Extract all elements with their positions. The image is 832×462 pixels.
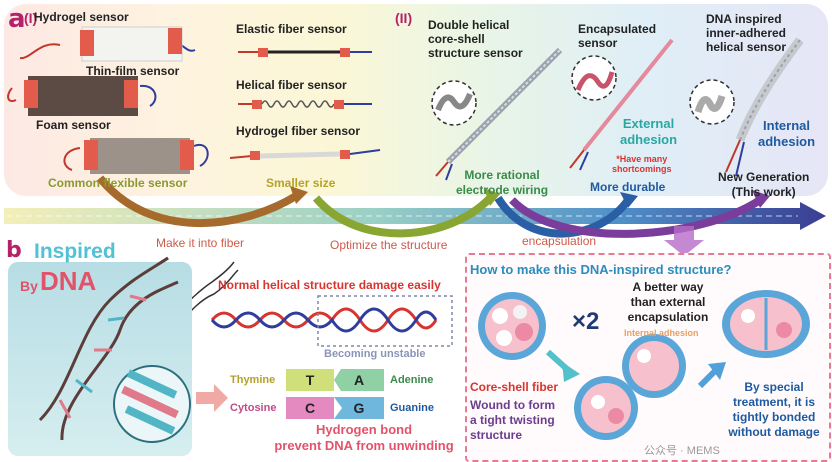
internal-adhesion-label: Internal adhesion — [758, 118, 815, 150]
foam-sensor-label: Foam sensor — [36, 118, 111, 132]
special-line4: without damage — [728, 425, 820, 439]
newgen-line1: New Generation — [718, 170, 810, 184]
hydrogen-bond-caption: Hydrogen bond prevent DNA from unwinding — [254, 422, 474, 454]
thin-film-sensor-illustration — [7, 76, 157, 116]
encapsulated-sensor-label: Encapsulated sensor — [578, 22, 656, 50]
dna-question: How to make this DNA-inspired structure? — [470, 262, 732, 277]
helical-fiber-sensor-label: Helical fiber sensor — [236, 78, 347, 92]
hydrogel-fiber-illustration — [229, 149, 381, 160]
part-ii-label: (II) — [395, 10, 413, 26]
arrow-encapsulation — [494, 195, 632, 238]
damage-caption: Normal helical structure damage easily — [218, 278, 441, 292]
dna-inspired-line3: helical sensor — [706, 40, 787, 54]
caption-durable: More durable — [590, 180, 666, 194]
guanine-label: Guanine — [390, 402, 435, 414]
hbond-line2: prevent DNA from unwinding — [274, 438, 454, 453]
elastic-fiber-illustration — [238, 48, 372, 57]
dna-inspired-sensor-label: DNA inspired inner-adhered helical senso… — [706, 12, 786, 54]
special-line1: By special — [744, 380, 804, 394]
rational-line2: electrode wiring — [456, 183, 549, 197]
shortcomings-note: *Have many shortcomings — [612, 154, 672, 174]
adenine-label: Adenine — [390, 374, 434, 386]
dna-inspired-line2: inner-adhered — [706, 26, 787, 40]
base-a: A — [334, 369, 384, 391]
panel-b-letter: b — [6, 238, 22, 263]
base-c: C — [286, 397, 334, 419]
hydrogel-fiber-sensor-label: Hydrogel fiber sensor — [236, 124, 361, 138]
double-helical-sensor-label: Double helical core-shell structure sens… — [428, 18, 523, 60]
caption-rational: More rational electrode wiring — [456, 168, 548, 198]
helical-fiber-illustration — [238, 100, 372, 109]
arrow-optimize — [312, 195, 493, 238]
shortcoming-line1: *Have many — [616, 154, 668, 164]
dna-title: DNA — [40, 266, 97, 296]
part-i-label: (I) — [24, 10, 38, 26]
better-line3: encapsulation — [627, 310, 709, 324]
dna-inspired-line1: DNA inspired — [706, 12, 782, 26]
better-way-caption: A better way than external encapsulation — [614, 280, 722, 325]
unstable-helix-illustration — [210, 295, 453, 347]
watermark: 公众号 · MEMS — [644, 445, 720, 457]
by-label: By — [20, 278, 38, 294]
encapsulated-sensor-illustration — [569, 38, 674, 171]
foam-sensor-illustration — [63, 138, 209, 174]
stage-encapsulation: encapsulation — [522, 234, 597, 248]
base-g: G — [334, 397, 384, 419]
internal-line2: adhesion — [758, 134, 816, 149]
better-line2: than external — [630, 295, 706, 309]
panel-a-letter: a — [8, 4, 26, 34]
hbond-line1: Hydrogen bond — [315, 422, 413, 437]
encapsulated-line2: sensor — [578, 36, 618, 50]
double-helical-line2: core-shell — [428, 32, 485, 46]
newgen-line2: (This work) — [731, 185, 796, 199]
times-two: ×2 — [572, 308, 600, 335]
cytosine-label: Cytosine — [230, 402, 277, 414]
wound-line1: Wound to form — [470, 398, 556, 412]
unstable-caption: Becoming unstable — [324, 348, 426, 360]
arrow-new-generation — [509, 196, 763, 238]
rational-line1: More rational — [464, 168, 540, 182]
external-adhesion-label: External adhesion — [620, 116, 677, 148]
wound-line3: structure — [470, 428, 523, 442]
external-line1: External — [622, 116, 675, 131]
hydrogel-sensor-illustration — [19, 26, 196, 62]
caption-smaller: Smaller size — [266, 176, 336, 190]
double-helical-line1: Double helical — [428, 18, 510, 32]
double-helical-sensor-illustration — [431, 47, 563, 181]
thin-film-sensor-label: Thin-film sensor — [86, 64, 180, 78]
arrow-make-fiber — [96, 175, 299, 227]
core-shell-label: Core-shell fiber — [470, 380, 559, 394]
base-t: T — [286, 369, 334, 391]
special-line3: tightly bonded — [732, 410, 816, 424]
special-line2: treatment, it is — [732, 395, 816, 409]
wound-caption: Wound to form a tight twisting structure — [470, 398, 555, 443]
dna-inspired-sensor-illustration — [689, 37, 804, 177]
stage-optimize: Optimize the structure — [330, 238, 448, 252]
hydrogel-sensor-label: Hydrogel sensor — [34, 10, 129, 24]
stage-make-fiber: Make it into fiber — [156, 236, 245, 250]
special-treatment-caption: By special treatment, it is tightly bond… — [722, 380, 826, 440]
shortcoming-line2: shortcomings — [612, 164, 672, 174]
thymine-label: Thymine — [230, 374, 276, 386]
external-line2: adhesion — [620, 132, 678, 147]
caption-common: Common flexible sensor — [48, 176, 188, 190]
internal-line1: Internal — [763, 118, 811, 133]
encapsulated-line1: Encapsulated — [578, 22, 657, 36]
caption-new-generation: New Generation (This work) — [718, 170, 809, 200]
double-helical-line3: structure sensor — [428, 46, 523, 60]
internal-adhesion-note: Internal adhesion — [624, 328, 699, 338]
inspired-title: Inspired — [34, 240, 116, 263]
better-line1: A better way — [632, 280, 704, 294]
wound-line2: a tight twisting — [470, 413, 555, 427]
elastic-fiber-sensor-label: Elastic fiber sensor — [236, 22, 347, 36]
